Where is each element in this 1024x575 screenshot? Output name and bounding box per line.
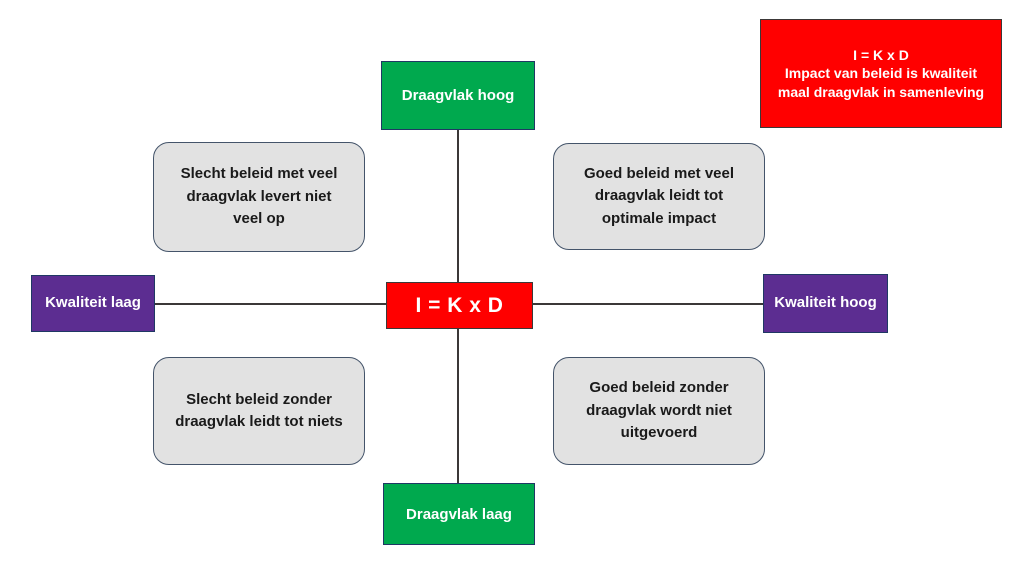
legend-title: I = K x D xyxy=(853,46,909,63)
axis-label-kwaliteit-hoog: Kwaliteit hoog xyxy=(763,274,888,333)
quadrant-text: Goed beleid zonder draagvlak wordt niet … xyxy=(586,379,732,442)
center-formula-text: I = K x D xyxy=(415,293,504,317)
axis-label-draagvlak-laag: Draagvlak laag xyxy=(383,483,535,545)
quadrant-text: Slecht beleid met veel draagvlak levert … xyxy=(180,165,338,228)
quadrant-text: Goed beleid met veel draagvlak leidt tot… xyxy=(583,164,735,227)
quadrant-bottom-right: Goed beleid zonder draagvlak wordt niet … xyxy=(553,357,765,465)
legend-description: Impact van beleid is kwaliteit maal draa… xyxy=(777,65,985,100)
legend-content: I = K x D Impact van beleid is kwaliteit… xyxy=(769,46,993,101)
axis-label-draagvlak-hoog: Draagvlak hoog xyxy=(381,61,535,130)
axis-label-text: Draagvlak laag xyxy=(406,505,512,523)
quadrant-top-left: Slecht beleid met veel draagvlak levert … xyxy=(153,142,365,252)
axis-label-kwaliteit-laag: Kwaliteit laag xyxy=(31,275,155,332)
center-formula-box: I = K x D xyxy=(386,282,533,329)
axis-label-text: Draagvlak hoog xyxy=(401,87,515,104)
axis-label-text: Kwaliteit laag xyxy=(45,294,141,312)
quadrant-top-right: Goed beleid met veel draagvlak leidt tot… xyxy=(553,143,765,250)
legend-box: I = K x D Impact van beleid is kwaliteit… xyxy=(760,19,1002,128)
quadrant-text: Slecht beleid zonder draagvlak leidt tot… xyxy=(175,390,343,431)
axis-label-text: Kwaliteit hoog xyxy=(774,294,877,312)
quadrant-bottom-left: Slecht beleid zonder draagvlak leidt tot… xyxy=(153,357,365,465)
